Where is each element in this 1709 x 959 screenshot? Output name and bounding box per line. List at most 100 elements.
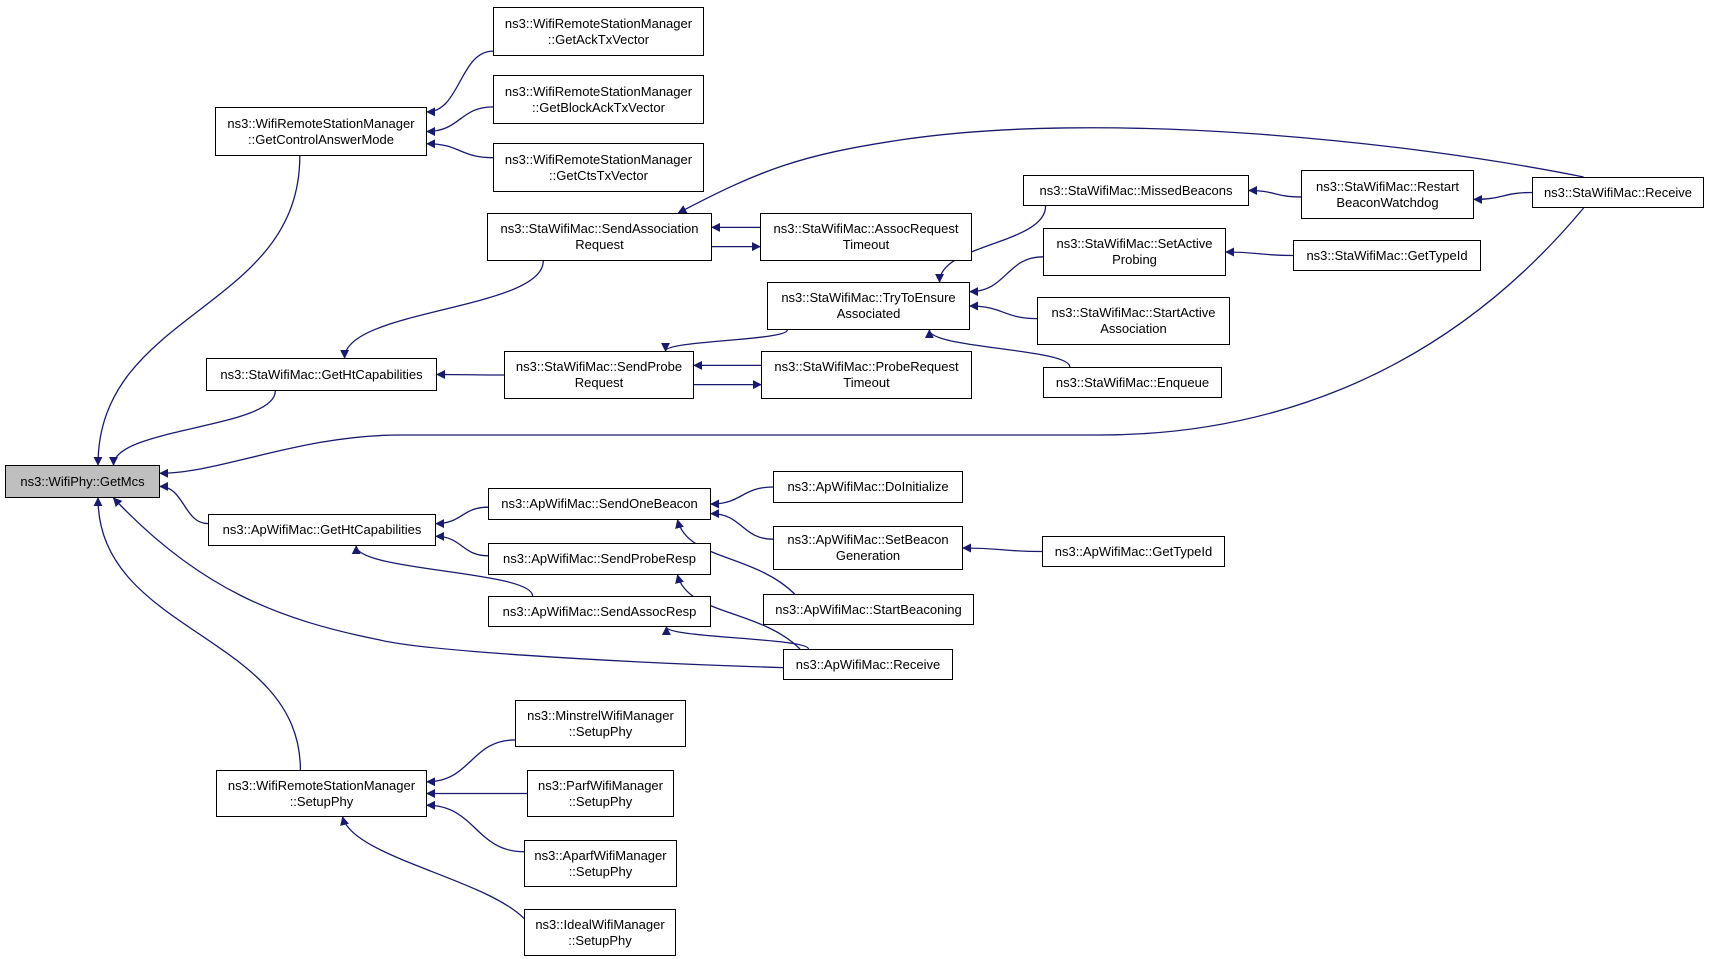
- node-label-line: ns3::StaWifiMac::StartActive: [1051, 305, 1216, 320]
- node-label-line: ns3::WifiRemoteStationManager: [227, 777, 416, 793]
- node-label-line: ns3::ApWifiMac::StartBeaconing: [775, 601, 962, 617]
- edge-ap-type-id-to-ap-set-beacon: [962, 543, 1043, 553]
- node-label-line: Timeout: [843, 375, 890, 390]
- node-label-line: ns3::StaWifiMac::TryToEnsure: [781, 290, 956, 305]
- node-label-line: ::GetBlockAckTxVector: [532, 99, 665, 115]
- node-ap-do-init[interactable]: ns3::ApWifiMac::DoInitialize: [773, 471, 963, 503]
- node-rsm-setup[interactable]: ns3::WifiRemoteStationManager::SetupPhy: [216, 770, 427, 817]
- edge-ap-do-init-to-ap-send-one: [710, 486, 774, 509]
- node-label-line: ns3::ApWifiMac::GetTypeId: [1054, 543, 1213, 559]
- edge-ap-set-beacon-to-ap-send-one: [710, 509, 774, 540]
- node-minstrel[interactable]: ns3::MinstrelWifiManager::SetupPhy: [515, 700, 686, 747]
- edge-sta-start-active-to-sta-try-ensure: [969, 301, 1038, 320]
- edge-sta-try-ensure-to-sta-send-probe: [661, 329, 788, 352]
- node-label-line: Associated: [836, 306, 901, 321]
- node-label-line: ::GetAckTxVector: [547, 31, 650, 47]
- node-sta-missed[interactable]: ns3::StaWifiMac::MissedBeacons: [1023, 175, 1249, 206]
- edge-rsm-ctrl-to-root: [93, 155, 301, 466]
- node-label-line: ns3::StaWifiMac::GetTypeId: [1306, 247, 1468, 263]
- edge-sta-send-probe-to-sta-ht: [436, 370, 505, 380]
- node-ap-send-one[interactable]: ns3::ApWifiMac::SendOneBeacon: [488, 488, 711, 520]
- node-rsm-ctrl[interactable]: ns3::WifiRemoteStationManager::GetContro…: [215, 107, 427, 156]
- node-label-line: ::SetupPhy: [289, 793, 354, 809]
- edge-sta-enqueue-to-sta-try-ensure: [924, 329, 1071, 368]
- node-label-line: ns3::AparfWifiManager: [534, 847, 667, 863]
- node-label-line: Timeout: [842, 237, 890, 252]
- node-label-line: ::GetControlAnswerMode: [248, 131, 394, 147]
- node-label-line: Generation: [835, 548, 901, 563]
- edge-sta-restart-to-sta-missed: [1248, 186, 1302, 198]
- node-label-line: ns3::StaWifiMac::Restart: [1315, 178, 1460, 194]
- node-label-line: ns3::StaWifiMac::SendProbe: [515, 359, 683, 374]
- node-ap-send-assoc[interactable]: ns3::ApWifiMac::SendAssocResp: [488, 596, 711, 627]
- edge-ideal-to-rsm-setup: [340, 816, 525, 919]
- edge-sta-set-active-to-sta-try-ensure: [969, 256, 1044, 297]
- node-sta-enqueue[interactable]: ns3::StaWifiMac::Enqueue: [1043, 367, 1222, 398]
- node-label-line: ns3::StaWifiMac::ProbeRequest: [774, 359, 959, 374]
- node-label-line: ns3::ParfWifiManager: [538, 777, 663, 793]
- edge-rsm-ack-to-rsm-ctrl: [426, 50, 494, 117]
- node-label-line: ns3::StaWifiMac::SendAssociation: [500, 221, 699, 236]
- node-rsm-block-ack[interactable]: ns3::WifiRemoteStationManager::GetBlockA…: [493, 75, 704, 124]
- node-label-line: Probing: [1112, 252, 1157, 267]
- node-label-line: ns3::ApWifiMac::SendProbeResp: [503, 551, 696, 566]
- node-ap-receive[interactable]: ns3::ApWifiMac::Receive: [783, 649, 953, 680]
- node-label-line: ns3::WifiRemoteStationManager: [227, 115, 415, 131]
- node-sta-ht[interactable]: ns3::StaWifiMac::GetHtCapabilities: [206, 358, 437, 391]
- node-label-line: ns3::StaWifiMac::SetActive: [1056, 236, 1213, 251]
- edge-sta-receive-to-sta-restart: [1473, 191, 1533, 204]
- edge-ap-send-one-to-ap-ht: [435, 506, 489, 529]
- edge-rsm-setup-to-root: [93, 497, 302, 771]
- node-rsm-cts[interactable]: ns3::WifiRemoteStationManager::GetCtsTxV…: [493, 143, 704, 192]
- node-label-line: ns3::StaWifiMac::AssocRequest: [773, 221, 959, 236]
- node-label-line: ns3::StaWifiMac::GetHtCapabilities: [220, 366, 423, 382]
- node-ap-type-id[interactable]: ns3::ApWifiMac::GetTypeId: [1042, 536, 1225, 567]
- node-label-line: ::GetCtsTxVector: [549, 167, 648, 183]
- node-label-line: ::SetupPhy: [568, 863, 633, 879]
- node-label-line: ::SetupPhy: [568, 723, 633, 739]
- edge-aparf-to-rsm-setup: [426, 800, 525, 853]
- edge-rsm-cts-to-rsm-ctrl: [426, 139, 494, 159]
- node-ap-ht[interactable]: ns3::ApWifiMac::GetHtCapabilities: [208, 514, 436, 546]
- node-ideal[interactable]: ns3::IdealWifiManager::SetupPhy: [524, 909, 676, 956]
- node-label-line: ns3::StaWifiMac::Receive: [1543, 184, 1693, 200]
- edge-sta-ht-to-root: [109, 390, 276, 466]
- node-label-line: ::SetupPhy: [568, 793, 633, 809]
- node-aparf[interactable]: ns3::AparfWifiManager::SetupPhy: [524, 840, 677, 887]
- node-label-line: ns3::ApWifiMac::SendAssocResp: [502, 603, 697, 619]
- node-label-line: ns3::WifiRemoteStationManager: [504, 83, 693, 99]
- node-rsm-ack[interactable]: ns3::WifiRemoteStationManager::GetAckTxV…: [493, 7, 704, 56]
- node-label-line: ns3::ApWifiMac::SendOneBeacon: [501, 496, 698, 511]
- node-sta-receive[interactable]: ns3::StaWifiMac::Receive: [1532, 177, 1704, 208]
- node-root: ns3::WifiPhy::GetMcs: [5, 465, 160, 498]
- node-parf[interactable]: ns3::ParfWifiManager::SetupPhy: [527, 770, 674, 817]
- edge-ap-send-probe-to-ap-ht: [435, 531, 489, 557]
- edge-ap-receive-to-root: [112, 497, 784, 669]
- node-label-line: ns3::WifiPhy::GetMcs: [20, 473, 145, 489]
- node-ap-send-probe[interactable]: ns3::ApWifiMac::SendProbeResp: [488, 543, 711, 575]
- edge-ap-start-beacon-to-ap-send-one: [675, 519, 796, 595]
- edge-sta-receive-to-root: [159, 207, 1585, 478]
- node-sta-type-id[interactable]: ns3::StaWifiMac::GetTypeId: [1293, 240, 1481, 271]
- edge-sta-receive-to-sta-send-assoc: [677, 127, 1584, 214]
- node-label-line: ns3::StaWifiMac::MissedBeacons: [1039, 182, 1233, 198]
- node-label-line: ns3::IdealWifiManager: [535, 916, 665, 932]
- node-ap-start-beacon[interactable]: ns3::ApWifiMac::StartBeaconing: [763, 594, 974, 625]
- node-label-line: BeaconWatchdog: [1336, 194, 1439, 210]
- edge-ap-receive-to-ap-send-assoc: [662, 626, 810, 650]
- edge-ap-send-assoc-to-ap-ht: [351, 545, 534, 597]
- node-label-line: ns3::MinstrelWifiManager: [527, 707, 674, 723]
- edge-sta-send-assoc-to-sta-ht: [340, 260, 544, 359]
- edge-sta-type-id-to-sta-set-active: [1225, 247, 1294, 257]
- node-label-line: Request: [574, 375, 624, 390]
